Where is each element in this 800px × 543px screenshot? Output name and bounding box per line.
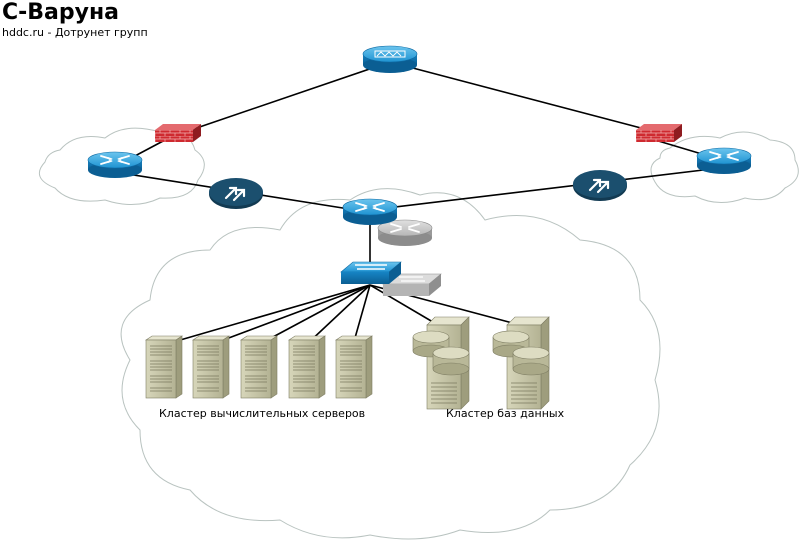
compute-server-4-icon[interactable] [288, 335, 326, 399]
link-core-left-firewall [181, 61, 391, 134]
link-switch-server-1 [162, 284, 371, 346]
link-switch-server-3 [257, 284, 371, 346]
router-left-icon[interactable] [87, 151, 143, 179]
link-switch-server-5 [352, 284, 371, 346]
compute-server-2-icon[interactable] [192, 335, 230, 399]
core-router-icon[interactable] [362, 45, 418, 73]
vpn-left-icon[interactable] [209, 178, 263, 209]
firewall-right-icon[interactable] [636, 124, 682, 142]
compute-cluster-label: Кластер вычислительных серверов [159, 407, 366, 420]
database-cluster-label: Кластер баз данных [446, 407, 565, 420]
link-core-right-firewall [389, 61, 661, 134]
firewall-left-icon[interactable] [155, 124, 201, 142]
diagram-subtitle: hddc.ru - Дотрунет групп [2, 26, 148, 39]
link-switch-server-2 [209, 284, 371, 346]
link-switch-server-4 [305, 284, 371, 346]
link-switch-db-1 [369, 284, 439, 326]
link-right-router-lan [369, 167, 721, 211]
backup-router-icon[interactable] [377, 219, 433, 246]
router-right-icon[interactable] [696, 147, 752, 175]
lan-cloud [120, 188, 661, 540]
compute-server-3-icon[interactable] [240, 335, 278, 399]
vpn-right-icon[interactable] [573, 170, 627, 201]
diagram-title: С-Варуна [2, 0, 120, 25]
switch-icon[interactable] [340, 261, 402, 284]
compute-server-5-icon[interactable] [335, 335, 373, 399]
lan-router-icon[interactable] [342, 198, 398, 226]
compute-server-1-icon[interactable] [145, 335, 183, 399]
